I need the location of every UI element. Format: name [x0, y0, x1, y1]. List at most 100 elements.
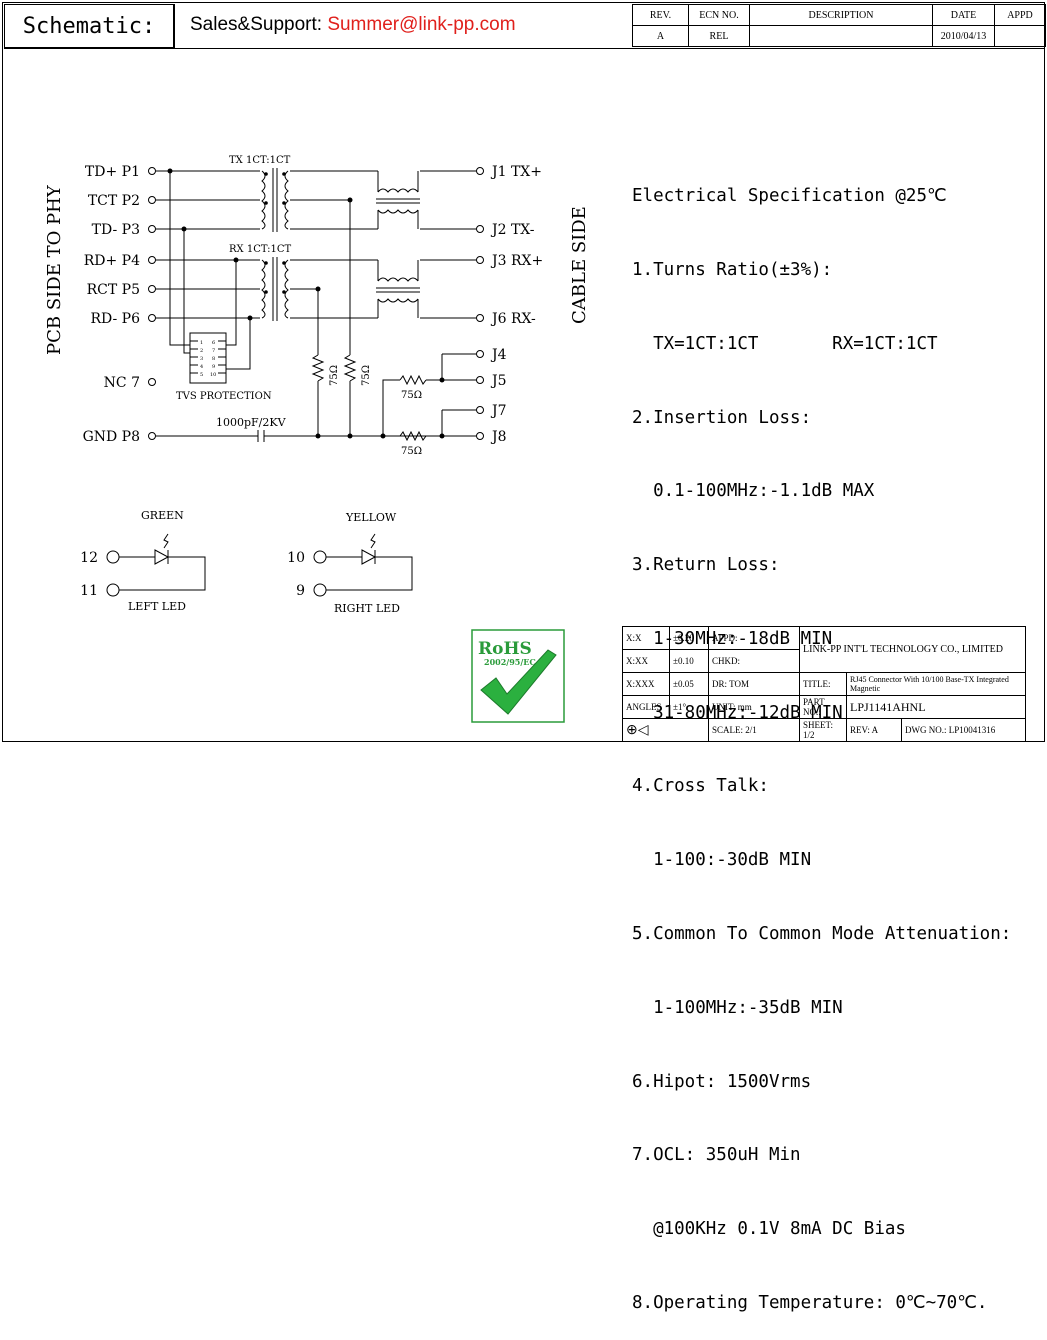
tvs-pin-10: 10 [210, 372, 216, 378]
label-p6: RD- P6 [90, 311, 140, 327]
dwg-field: DWG NO.: LP10041316 [901, 718, 1026, 742]
pin-j5 [476, 376, 484, 384]
pin-j2 [476, 225, 484, 233]
led-right-color: YELLOW [345, 511, 397, 524]
sheet-label: SHEET: [803, 720, 834, 730]
sheet-field: SHEET: 1/2 [799, 718, 847, 742]
led-right-pin-10-label: 10 [287, 550, 305, 566]
tol-value-4: ±1° [669, 695, 709, 719]
resistor-j8-label: 75Ω [401, 446, 422, 457]
company-name: LINK-PP INT'L TECHNOLOGY CO., LIMITED [799, 626, 1026, 673]
chkd-field: CHKD: [708, 649, 800, 673]
schematic-diagram: TD+ P1 TCT P2 TD- P3 RD+ P4 RCT P5 RD- P… [44, 155, 590, 723]
tvs-pin-7: 7 [212, 348, 215, 354]
label-j5: J5 [490, 373, 507, 389]
led-left-label: LEFT LED [128, 600, 186, 613]
tx-label: TX 1CT:1CT [229, 155, 291, 166]
led-right-pin-9-label: 9 [296, 583, 305, 599]
revision-table: REV. ECN NO. DESCRIPTION DATE APPD A REL… [632, 4, 1046, 47]
pin-p4 [148, 256, 156, 264]
spec-line: Electrical Specification @25℃ [632, 186, 947, 207]
spec-line: @100KHz 0.1V 8mA DC Bias [632, 1219, 906, 1240]
appd-value [994, 25, 1046, 47]
sales-email: Summer@link-pp.com [327, 14, 516, 35]
pin-p1 [148, 167, 156, 175]
led-right-pin-9 [313, 583, 327, 597]
label-p3: TD- P3 [92, 222, 140, 238]
led-left-pin-12-label: 12 [80, 550, 98, 566]
tol-value-3: ±0.05 [669, 672, 709, 696]
tvs-chip [189, 332, 227, 384]
sales-label: Sales&Support: [190, 14, 328, 35]
tvs-pin-9: 9 [212, 364, 215, 370]
unit-field: UNIT: mm [708, 695, 800, 719]
tvs-pin-8: 8 [212, 356, 215, 362]
label-j1: J1 TX+ [490, 164, 542, 180]
label-j7: J7 [490, 403, 507, 419]
unit-label: UNIT: [712, 702, 736, 712]
dwg-value: LP10041316 [948, 725, 996, 735]
led-left-pin-12 [106, 550, 120, 564]
spec-line: 7.OCL: 350uH Min [632, 1145, 801, 1166]
scale-value: 2/1 [745, 725, 757, 735]
label-j6: J6 RX- [490, 311, 536, 327]
unit-value: mm [737, 702, 752, 712]
tvs-pin-4: 4 [200, 364, 203, 370]
rohs-subtitle: 2002/95/EC [484, 657, 536, 667]
dr-value: TOM [729, 679, 749, 689]
scale-label: SCALE: [712, 725, 744, 735]
spec-line: 5.Common To Common Mode Attenuation: [632, 924, 1012, 944]
rohs-check-icon [480, 649, 557, 715]
title-label: TITLE: [799, 672, 847, 696]
tvs-pin-6: 6 [212, 340, 215, 346]
spec-line: 2.Insertion Loss: [632, 407, 812, 428]
header-bottom-line [4, 48, 1044, 49]
pin-p3 [148, 225, 156, 233]
sheet-value: 1/2 [803, 730, 815, 740]
sales-support: Sales&Support: Summer@link-pp.com [190, 14, 516, 36]
pin-j4 [476, 350, 484, 358]
rev-block-value: A [871, 725, 879, 735]
tvs-pin-5: 5 [200, 372, 203, 378]
label-p1: TD+ P1 [85, 164, 140, 180]
spec-line: 1-100:-30dB MIN [632, 850, 812, 871]
dr-label: DR: [712, 679, 728, 689]
tol-value-2: ±0.10 [669, 649, 709, 673]
tol-value-1: ±0.20 [669, 626, 709, 650]
tvs-label: TVS PROTECTION [176, 391, 272, 402]
tol-label-4: ANGLES [622, 695, 670, 719]
pin-p6 [148, 314, 156, 322]
led-right-light-icon [370, 533, 376, 549]
rohs-title: RoHS [478, 639, 532, 659]
spec-line: TX=1CT:1CT RX=1CT:1CT [632, 333, 938, 354]
label-p8: GND P8 [83, 429, 140, 445]
schematic-title: Schematic: [4, 4, 174, 48]
resistor-tct-label: 75Ω [361, 365, 372, 386]
pin-p8 [148, 432, 156, 440]
pin-p5 [148, 285, 156, 293]
label-j3: J3 RX+ [490, 253, 543, 269]
led-left-light-icon [163, 533, 169, 549]
tol-label-2: X:XX [622, 649, 670, 673]
appd-field: APPD: [708, 626, 800, 650]
tol-label-1: X:X [622, 626, 670, 650]
cable-side-label: CABLE SIDE [569, 206, 590, 324]
spec-line: 3.Return Loss: [632, 555, 780, 576]
part-label: PART NO.: [799, 695, 847, 719]
cap-label: 1000pF/2KV [216, 416, 287, 429]
pin-j7 [476, 406, 484, 414]
led-left-diode-icon [154, 549, 170, 565]
dr-field: DR: TOM [708, 672, 800, 696]
header-divider [174, 4, 175, 48]
scale-field: SCALE: 2/1 [708, 718, 800, 742]
pin-j6 [476, 314, 484, 322]
title-value: RJ45 Connector With 10/100 Base-TX Integ… [846, 672, 1026, 696]
tvs-pin-2: 2 [200, 348, 203, 354]
drawing-frame [2, 2, 1045, 742]
pcb-side-label: PCB SIDE TO PHY [44, 184, 65, 355]
title-block: X:X ±0.20 APPD: LINK-PP INT'L TECHNOLOGY… [622, 626, 1026, 742]
pin-j8 [476, 432, 484, 440]
tvs-pin-1: 1 [200, 340, 203, 346]
label-p5: RCT P5 [87, 282, 140, 298]
tol-label-3: X:XXX [622, 672, 670, 696]
